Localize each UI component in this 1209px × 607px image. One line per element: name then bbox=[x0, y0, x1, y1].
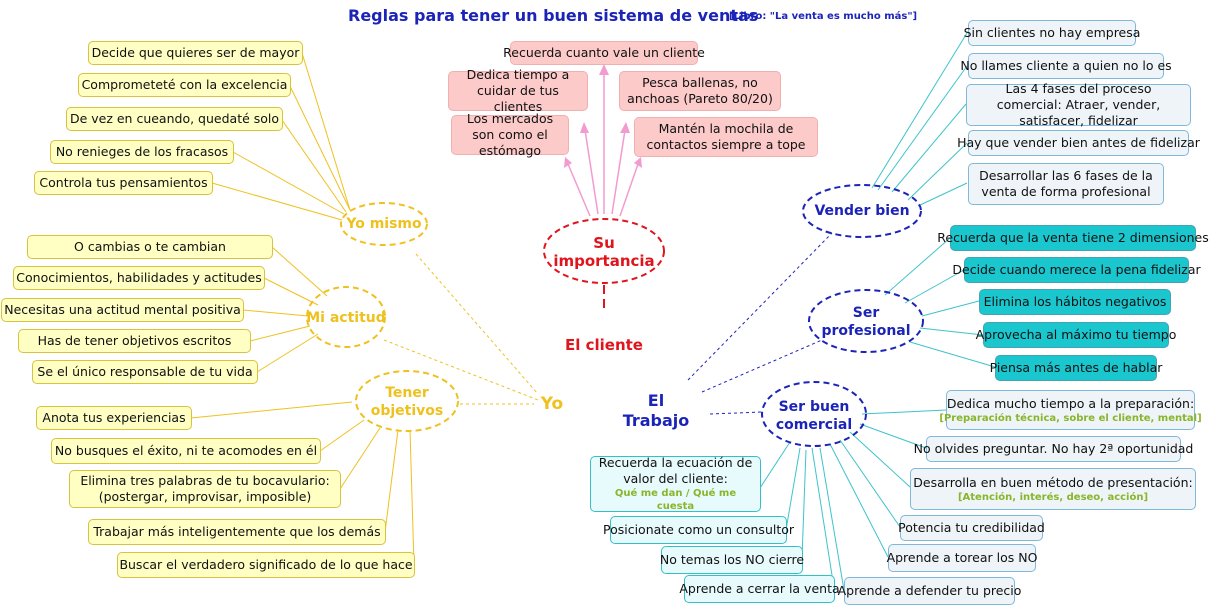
branch-su-importancia: Su importancia bbox=[553, 234, 655, 270]
center-el-trabajo: El Trabajo bbox=[622, 391, 690, 430]
vender-bien-item: Sin clientes no hay empresa bbox=[964, 20, 1140, 46]
branch-ser-profesional: Ser profesional bbox=[821, 305, 911, 339]
page-subtitle: [Libro: "La venta es mucho más"] bbox=[729, 11, 918, 22]
ser-buen-comercial-item: Dedica mucho tiempo a la preparación: [P… bbox=[939, 390, 1202, 430]
ser-profesional-item: Aprovecha al máximo tu tiempo bbox=[976, 322, 1176, 348]
vender-bien-item: Hay que vender bien antes de fidelizar bbox=[957, 130, 1200, 156]
su-importancia-item: Pesca ballenas, no anchoas (Pareto 80/20… bbox=[619, 71, 781, 111]
tener-objetivos-item: Elimina tres palabras de tu bocavulario:… bbox=[69, 470, 341, 508]
su-importancia-item: Mantén la mochila de contactos siempre a… bbox=[634, 117, 818, 157]
su-importancia-item: Recuerda cuanto vale un cliente bbox=[503, 41, 705, 65]
yo-mismo-item: Comprometeté con la excelencia bbox=[78, 73, 291, 97]
mi-actitud-item: Conocimientos, habilidades y actitudes bbox=[13, 266, 265, 290]
ser-buen-comercial-item: Aprende a torear los NO bbox=[887, 544, 1037, 572]
ser-buen-comercial-item: Aprende a defender tu precio bbox=[838, 577, 1021, 605]
tener-objetivos-item: Anota tus experiencias bbox=[36, 406, 192, 430]
mi-actitud-item: Necesitas una actitud mental positiva bbox=[1, 298, 244, 322]
ser-profesional-item: Elimina los hábitos negativos bbox=[979, 289, 1171, 315]
tener-objetivos-item: Trabajar más inteligentemente que los de… bbox=[88, 519, 386, 545]
ser-buen-comercial-item: Desarrolla en buen método de presentació… bbox=[910, 468, 1196, 510]
tener-objetivos-item: Buscar el verdadero significado de lo qu… bbox=[117, 552, 415, 578]
mi-actitud-item: Has de tener objetivos escritos bbox=[18, 329, 251, 353]
vender-bien-item: Las 4 fases del proceso comercial: Atrae… bbox=[966, 81, 1191, 128]
ser-profesional-item: Piensa más antes de hablar bbox=[990, 355, 1162, 381]
branch-ser-buen-comercial: Ser buen comercial bbox=[775, 399, 853, 433]
ser-buen-comercial-item: Potencia tu credibilidad bbox=[898, 515, 1045, 541]
yo-mismo-item: No renieges de los fracasos bbox=[50, 140, 234, 164]
yo-mismo-item: Decide que quieres ser de mayor bbox=[88, 41, 303, 65]
ser-profesional-item: Decide cuando merece la pena fidelizar bbox=[952, 257, 1201, 283]
ser-buen-comercial-item: Recuerda la ecuación de valor del client… bbox=[590, 455, 761, 512]
ser-buen-comercial-item: No temas los NO cierre bbox=[660, 546, 804, 574]
su-importancia-item: Los mercados son como el estómago bbox=[451, 111, 569, 158]
ser-buen-comercial-item: No olvides preguntar. No hay 2ª oportuni… bbox=[914, 436, 1193, 462]
branch-tener-objetivos: Tener objetivos bbox=[370, 385, 444, 419]
branch-mi-actitud: Mi actitud bbox=[306, 310, 386, 326]
yo-mismo-item: De vez en cueando, quedaté solo bbox=[66, 107, 283, 131]
vender-bien-item: Desarrollar las 6 fases de la venta de f… bbox=[968, 163, 1164, 205]
yo-mismo-item: Controla tus pensamientos bbox=[34, 171, 213, 195]
su-importancia-item: Dedica tiempo a cuidar de tus clientes bbox=[448, 67, 588, 114]
center-el-cliente: El cliente bbox=[565, 336, 643, 354]
mi-actitud-item: Se el único responsable de tu vida bbox=[32, 360, 258, 384]
ser-buen-comercial-item: Aprende a cerrar la venta bbox=[679, 575, 840, 603]
branch-yo-mismo: Yo mismo bbox=[346, 216, 422, 232]
center-yo: Yo bbox=[540, 394, 564, 414]
mi-actitud-item: O cambias o te cambian bbox=[27, 235, 273, 259]
vender-bien-item: No llames cliente a quien no lo es bbox=[960, 53, 1172, 79]
ser-buen-comercial-item: Posicionate como un consultor bbox=[603, 516, 794, 544]
ser-profesional-item: Recuerda que la venta tiene 2 dimensione… bbox=[937, 225, 1209, 251]
branch-vender-bien: Vender bien bbox=[814, 203, 910, 219]
tener-objetivos-item: No busques el éxito, ni te acomodes en é… bbox=[51, 438, 321, 464]
page-title: Reglas para tener un buen sistema de ven… bbox=[348, 6, 759, 25]
